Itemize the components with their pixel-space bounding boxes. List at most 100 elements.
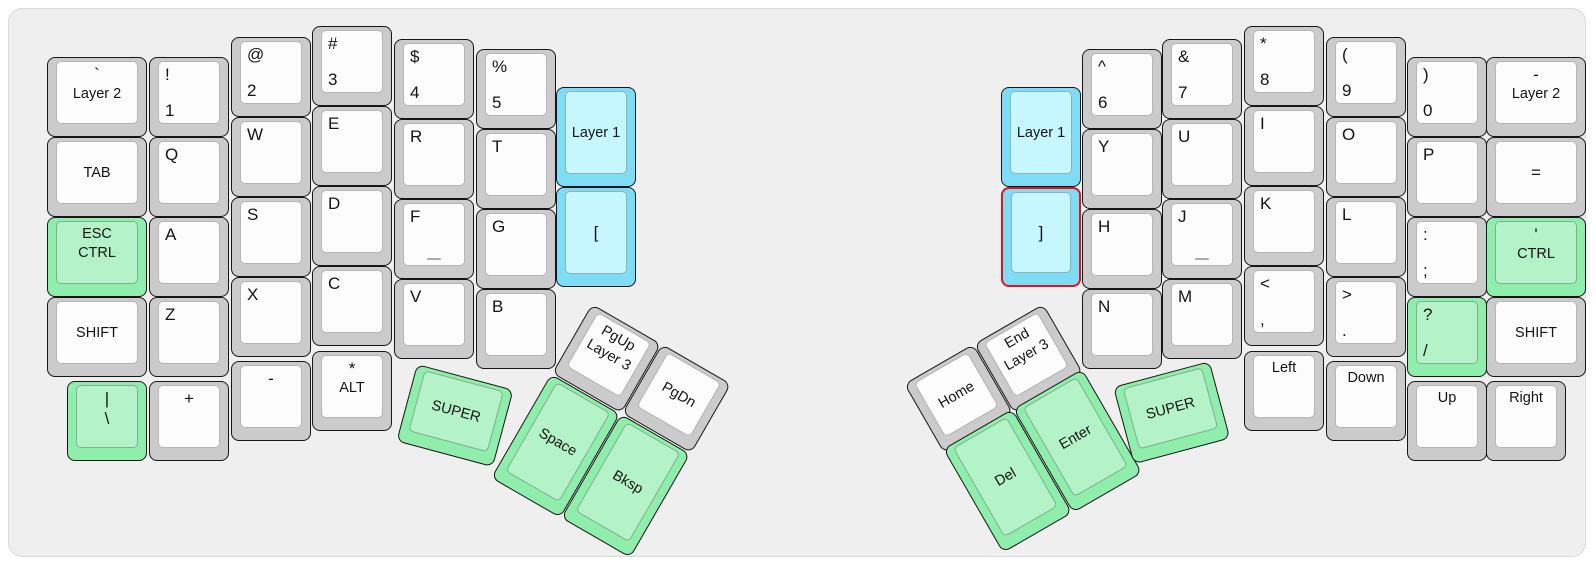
key-up-arrow[interactable]: Up [1407, 381, 1487, 461]
key-label: % [492, 57, 508, 76]
key-layer1-left[interactable]: Layer 1 [556, 87, 636, 187]
key-label: \ [104, 409, 110, 428]
key-3[interactable]: #3 [312, 26, 392, 106]
key-label: ; [1423, 261, 1428, 280]
key-super-right[interactable]: SUPER [1113, 361, 1231, 465]
key-label: ' [1534, 225, 1538, 244]
key-grave-layer2[interactable]: `Layer 2 [47, 57, 147, 137]
key-v[interactable]: V [394, 279, 474, 359]
key-dash-layer2[interactable]: -Layer 2 [1486, 57, 1586, 137]
key-label: Q [165, 145, 179, 164]
key-label: ) [1423, 65, 1429, 84]
key-8[interactable]: *8 [1244, 26, 1324, 106]
key-label: 4 [410, 83, 420, 102]
key-label: Enter [1056, 421, 1095, 453]
key-label: P [1423, 145, 1435, 164]
key-4[interactable]: $4 [394, 39, 474, 119]
key-label: Up [1437, 390, 1457, 406]
key-minus-left[interactable]: - [231, 361, 311, 441]
key-label: ] [1038, 223, 1044, 242]
key-6[interactable]: ^6 [1082, 49, 1162, 129]
keycap-top: !1 [158, 61, 220, 124]
key-7[interactable]: &7 [1162, 39, 1242, 119]
key-label: = [1531, 163, 1541, 182]
key-j[interactable]: J [1162, 199, 1242, 279]
key-rbracket[interactable]: ] [1001, 187, 1081, 287]
key-tab[interactable]: TAB [47, 137, 147, 217]
key-5[interactable]: %5 [476, 49, 556, 129]
key-plus[interactable]: + [149, 381, 229, 461]
homing-bar-icon [1195, 257, 1209, 260]
keycap-top: F [403, 203, 465, 266]
key-label: Home [935, 378, 978, 412]
key-star-alt[interactable]: *ALT [312, 351, 392, 431]
key-h[interactable]: H [1082, 209, 1162, 289]
key-label: SUPER [1144, 394, 1197, 423]
key-label: L [1342, 205, 1352, 224]
keycap-top: *ALT [321, 355, 383, 418]
key-label: , [1260, 310, 1265, 329]
key-period[interactable]: >. [1326, 277, 1406, 357]
key-shift-left[interactable]: SHIFT [47, 297, 147, 377]
key-lbracket[interactable]: [ [556, 187, 636, 287]
key-label: 7 [1178, 83, 1188, 102]
keycap-top: X [240, 281, 302, 344]
key-super-left[interactable]: SUPER [396, 364, 514, 468]
keycap-top: :; [1416, 221, 1478, 284]
key-k[interactable]: K [1244, 186, 1324, 266]
keycap-top: SUPER [1122, 367, 1219, 450]
key-label: / [1423, 341, 1428, 360]
key-pipe-backslash[interactable]: |\ [67, 381, 147, 461]
key-label: A [165, 225, 177, 244]
key-p[interactable]: P [1407, 137, 1487, 217]
key-comma[interactable]: <, [1244, 266, 1324, 346]
key-u[interactable]: U [1162, 119, 1242, 199]
key-x[interactable]: X [231, 277, 311, 357]
key-d[interactable]: D [312, 186, 392, 266]
key-label: V [410, 287, 422, 306]
key-c[interactable]: C [312, 266, 392, 346]
key-2[interactable]: @2 [231, 37, 311, 117]
key-down-arrow[interactable]: Down [1326, 361, 1406, 441]
keycap-top: )0 [1416, 61, 1478, 124]
key-e[interactable]: E [312, 106, 392, 186]
key-s[interactable]: S [231, 197, 311, 277]
key-left-arrow[interactable]: Left [1244, 351, 1324, 431]
key-f[interactable]: F [394, 199, 474, 279]
key-g[interactable]: G [476, 209, 556, 289]
key-label: : [1423, 225, 1428, 244]
key-right-arrow[interactable]: Right [1486, 381, 1566, 461]
key-w[interactable]: W [231, 117, 311, 197]
key-question-slash[interactable]: ?/ [1407, 297, 1487, 377]
key-q[interactable]: Q [149, 137, 229, 217]
key-layer1-right[interactable]: Layer 1 [1001, 87, 1081, 187]
key-z[interactable]: Z [149, 297, 229, 377]
key-y[interactable]: Y [1082, 129, 1162, 209]
key-l[interactable]: L [1326, 197, 1406, 277]
key-equals[interactable]: = [1486, 137, 1586, 217]
key-shift-right[interactable]: SHIFT [1486, 297, 1586, 377]
key-b[interactable]: B [476, 289, 556, 369]
key-n[interactable]: N [1082, 289, 1162, 369]
key-label: . [1342, 321, 1347, 340]
key-label: 3 [328, 70, 338, 89]
key-r[interactable]: R [394, 119, 474, 199]
key-label: J [1178, 207, 1187, 226]
key-9[interactable]: (9 [1326, 37, 1406, 117]
key-label: CTRL [1517, 246, 1555, 262]
key-quote-ctrl[interactable]: ' CTRL [1486, 217, 1586, 297]
key-t[interactable]: T [476, 129, 556, 209]
key-label: 5 [492, 93, 502, 112]
keycap-top: + [158, 385, 220, 448]
key-i[interactable]: I [1244, 106, 1324, 186]
key-colon-semicolon[interactable]: :; [1407, 217, 1487, 297]
keycap-top: Up [1416, 385, 1478, 448]
key-a[interactable]: A [149, 217, 229, 297]
key-label: E [328, 114, 340, 133]
key-0[interactable]: )0 [1407, 57, 1487, 137]
key-label: * [1260, 34, 1267, 53]
key-o[interactable]: O [1326, 117, 1406, 197]
key-m[interactable]: M [1162, 279, 1242, 359]
key-1[interactable]: !1 [149, 57, 229, 137]
